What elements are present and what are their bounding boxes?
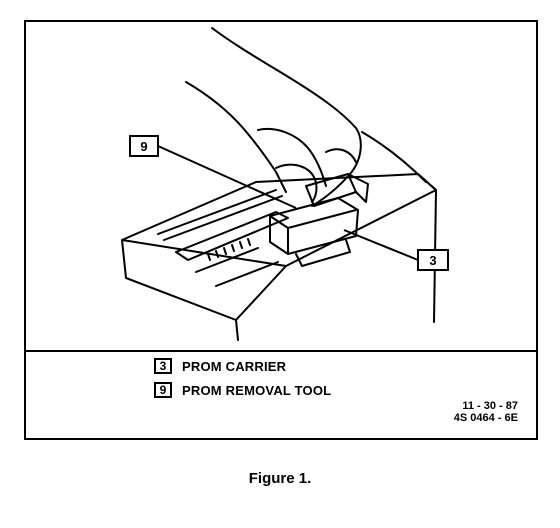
legend-divider (26, 350, 536, 352)
board-slot (157, 189, 277, 235)
figure-code: 11 - 30 - 87 4S 0464 - 6E (454, 400, 518, 424)
figure-id: 4S 0464 - 6E (453, 412, 518, 424)
legend-item-prom-removal-tool: 9 PROM REMOVAL TOOL (154, 380, 331, 400)
legend-label: PROM REMOVAL TOOL (182, 382, 332, 398)
legend-label: PROM CARRIER (182, 358, 287, 374)
prom-removal-illustration: 9 3 (121, 27, 449, 341)
callout-3-leader (343, 229, 419, 261)
legend-number-box: 9 (154, 382, 172, 398)
prom-pins (207, 238, 251, 261)
hand (211, 27, 362, 207)
ecm-board-front-edge (121, 239, 239, 341)
callout-9: 9 (129, 135, 297, 209)
callout-3-number: 3 (429, 253, 436, 268)
ecm-board (121, 173, 437, 267)
legend-item-prom-carrier: 3 PROM CARRIER (154, 356, 286, 376)
figure-frame: 9 3 3 PROM CARRIER 9 PROM REMOVAL TOOL 1… (24, 20, 538, 440)
figure-caption: Figure 1. (248, 470, 312, 487)
callout-3: 3 (343, 229, 449, 271)
callout-9-number: 9 (140, 139, 147, 154)
callout-9-leader (157, 145, 297, 209)
ecm-board-right-edge (235, 265, 287, 321)
legend-number-box: 3 (154, 358, 172, 374)
figure-date: 11 - 30 - 87 (462, 400, 518, 412)
